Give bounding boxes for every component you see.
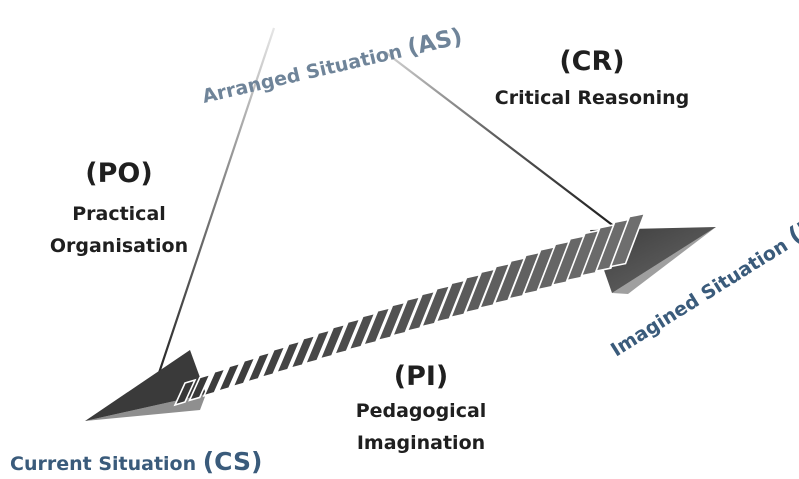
pedagogical-imagination-line2: Imagination [357,432,485,454]
staircase-step [391,295,422,337]
pedagogical-imagination-staircase [173,212,646,407]
pedagogical-imagination-abbr: (PI) [394,361,449,392]
practical-organisation-line1: Practical [72,203,166,225]
critical-reasoning-abbr: (CR) [559,46,624,77]
staircase-step [188,373,212,402]
staircase-step [362,306,392,347]
staircase-step [318,323,347,361]
critical-reasoning-label: Critical Reasoning [495,87,690,109]
critical-reasoning-line [384,51,641,247]
staircase-step [260,345,287,379]
staircase-step [420,284,452,328]
staircase-step [376,301,407,342]
current-situation-label: Current Situation (CS) [10,447,262,476]
staircase-step [202,367,227,398]
imagined-situation-arrowhead-shade [612,227,716,294]
staircase-step [246,351,272,384]
staircase-step [609,212,646,268]
staircase-step [217,362,242,393]
staircase-step [289,334,317,370]
practical-organisation-line [148,27,276,401]
staircase-step [405,290,437,333]
pedagogical-imagination-line1: Pedagogical [356,400,487,422]
staircase-step [275,340,302,374]
practical-organisation-abbr: (PO) [85,158,152,189]
staircase-step [231,356,257,388]
staircase-step [347,312,377,351]
staircase-step [304,328,332,365]
staircase-step [173,378,197,407]
arranged-situation-label: Arranged Situation (AS) [200,24,465,109]
staircase-step [333,317,362,356]
current-situation-arrowhead-shade [85,394,206,421]
practical-organisation-line2: Organisation [50,235,188,257]
current-situation-arrowhead [85,350,206,421]
